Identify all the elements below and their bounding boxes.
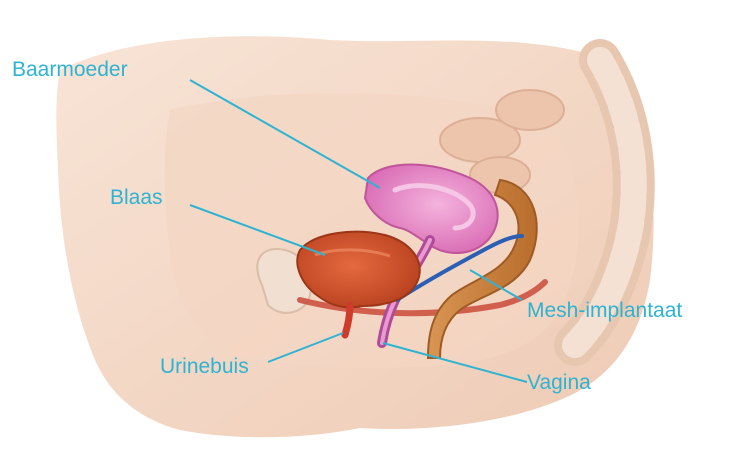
label-urethra: Urinebuis [160,355,249,379]
label-uterus: Baarmoeder [12,58,128,82]
label-bladder: Blaas [110,186,163,210]
label-vagina: Vagina [527,371,591,395]
label-mesh-implant: Mesh-implantaat [527,299,682,323]
